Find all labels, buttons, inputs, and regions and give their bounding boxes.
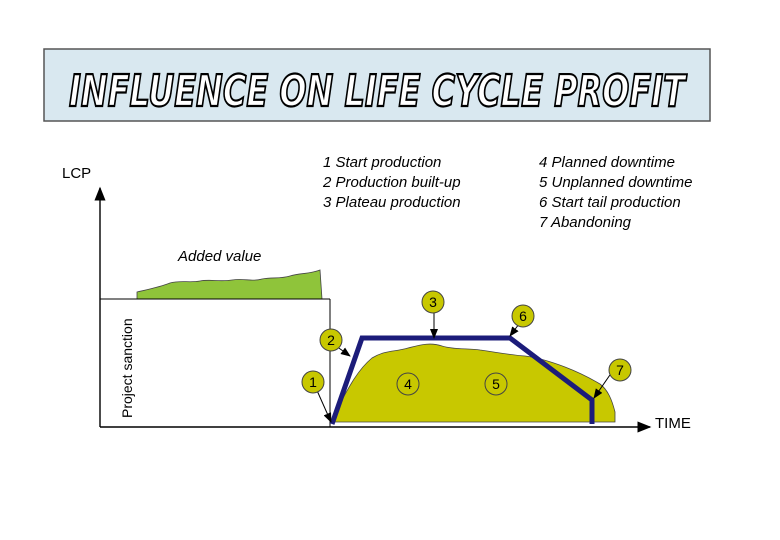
y-axis-label: LCP [62, 165, 91, 182]
legend-item-planned-downtime: 4 Planned downtime [539, 154, 675, 171]
legend-right: 4 Planned downtime 5 Unplanned downtime … [539, 154, 692, 231]
legend-item-production-built-up: 2 Production built-up [322, 174, 461, 191]
stage-marker-1: 1 [301, 370, 325, 394]
stage-marker-2: 2 [319, 328, 343, 352]
legend-item-start-tail-production: 6 Start tail production [539, 194, 681, 211]
production-profile-line [329, 335, 595, 425]
svg-text:4: 4 [404, 376, 412, 392]
stage-marker-6: 6 [511, 304, 535, 328]
legend-item-start-production: 1 Start production [323, 154, 441, 171]
svg-text:1: 1 [309, 374, 317, 390]
legend-item-plateau-production: 3 Plateau production [323, 194, 461, 211]
title-banner-box [43, 48, 711, 122]
stage-marker-4: 4 [396, 372, 420, 396]
svg-text:5: 5 [492, 376, 500, 392]
page-title: INFLUENCE ON LIFE CYCLE PROFIT [69, 66, 687, 117]
svg-text:3: 3 [429, 294, 437, 310]
svg-text:7: 7 [616, 362, 624, 378]
stage-marker-5: 5 [484, 372, 508, 396]
title-banner: INFLUENCE ON LIFE CYCLE PROFIT [43, 48, 711, 122]
svg-text:2: 2 [327, 332, 335, 348]
legend-left: 1 Start production 2 Production built-up… [322, 154, 461, 211]
legend-item-abandoning: 7 Abandoning [539, 214, 632, 231]
project-sanction-label: Project sanction [119, 318, 135, 418]
stage-marker-7: 7 [608, 358, 632, 382]
added-value-label: Added value [177, 248, 261, 265]
svg-text:6: 6 [519, 308, 527, 324]
x-axis-label: TIME [655, 415, 691, 432]
legend-item-unplanned-downtime: 5 Unplanned downtime [539, 174, 692, 191]
stage-marker-3: 3 [421, 290, 445, 314]
added-value-area [136, 269, 323, 300]
